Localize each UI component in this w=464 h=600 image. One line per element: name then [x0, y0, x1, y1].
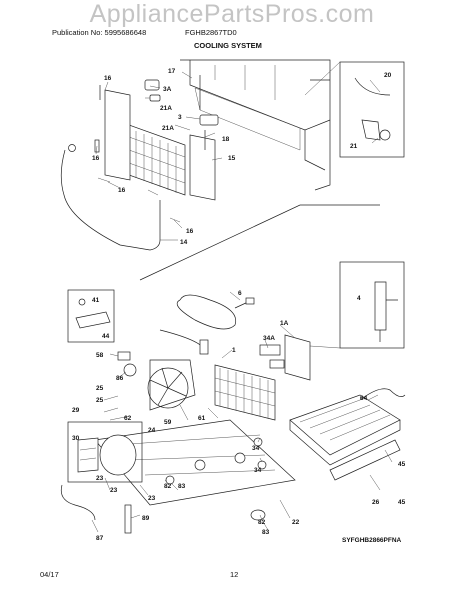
callout-labels: 17 3A 3 20 21 16 21A 21A 18 15 16 16 16 … — [72, 68, 406, 542]
small-parts-upper — [94, 79, 219, 223]
callout-22: 22 — [292, 519, 300, 526]
watermark-text: AppliancePartsPros.com — [89, 0, 375, 28]
callout-86: 86 — [116, 375, 124, 382]
leader-lines — [91, 71, 393, 533]
callout-34-a: 34 — [252, 445, 260, 452]
detail-box-20-21 — [304, 61, 405, 158]
footer-date: 04/17 — [40, 570, 59, 579]
callout-29: 29 — [72, 407, 80, 414]
callout-6: 6 — [238, 290, 242, 297]
callout-16-d: 16 — [186, 228, 194, 235]
callout-3: 3 — [178, 114, 182, 121]
evaporator-coil — [60, 85, 216, 251]
page-number: 12 — [230, 570, 239, 579]
base-plate — [94, 419, 296, 506]
callout-34A: 34A — [263, 335, 275, 342]
callout-23-c: 23 — [148, 495, 156, 502]
callout-25-a: 25 — [96, 385, 104, 392]
callout-1: 1 — [232, 347, 236, 354]
callout-1A: 1A — [280, 320, 289, 327]
callout-24: 24 — [148, 427, 156, 434]
callout-23-b: 23 — [110, 487, 118, 494]
callout-34-b: 34 — [254, 467, 262, 474]
callout-59: 59 — [164, 419, 172, 426]
compressor — [67, 421, 143, 483]
callout-30: 30 — [72, 435, 80, 442]
section-title: COOLING SYSTEM — [194, 41, 262, 50]
callout-20: 20 — [384, 72, 392, 79]
callout-25-b: 25 — [96, 397, 104, 404]
callout-45-a: 45 — [398, 461, 406, 468]
callout-4: 4 — [357, 295, 361, 302]
callout-62: 62 — [124, 415, 132, 422]
callout-83-b: 83 — [262, 529, 270, 536]
callout-82-b: 82 — [258, 519, 266, 526]
callout-83-a: 83 — [178, 483, 186, 490]
callout-45-b: 45 — [398, 499, 406, 506]
callout-16-b: 16 — [92, 155, 100, 162]
publication-number: Publication No: 5995686648 — [52, 28, 147, 37]
detail-box-41-44 — [67, 289, 115, 343]
callout-82-a: 82 — [164, 483, 172, 490]
callout-44: 44 — [102, 333, 110, 340]
cabinet-outline — [180, 59, 331, 191]
callout-16-c: 16 — [118, 187, 126, 194]
callout-26: 26 — [372, 499, 380, 506]
diagram-code: SYFGHB2866PFNA — [342, 537, 402, 544]
misc-lower-parts — [60, 339, 267, 534]
drain-pan — [289, 388, 406, 481]
callout-21A-a: 21A — [160, 105, 172, 112]
callout-61: 61 — [198, 415, 206, 422]
callout-41: 41 — [92, 297, 100, 304]
callout-64: 64 — [360, 395, 368, 402]
callout-18: 18 — [222, 136, 230, 143]
callout-21: 21 — [350, 143, 358, 150]
condenser-fan — [117, 351, 196, 411]
callout-87: 87 — [96, 535, 104, 542]
callout-15: 15 — [228, 155, 236, 162]
callout-21A-b: 21A — [162, 125, 174, 132]
callout-17: 17 — [168, 68, 176, 75]
model-number: FGHB2867TD0 — [185, 28, 237, 37]
callout-23-a: 23 — [96, 475, 104, 482]
callout-89: 89 — [142, 515, 150, 522]
section-divider — [139, 204, 380, 281]
condenser-coil — [214, 334, 311, 421]
detail-box-4 — [294, 261, 405, 349]
callout-14: 14 — [180, 239, 188, 246]
callout-58: 58 — [96, 352, 104, 359]
callout-16-a: 16 — [104, 75, 112, 82]
callout-3A: 3A — [163, 86, 172, 93]
